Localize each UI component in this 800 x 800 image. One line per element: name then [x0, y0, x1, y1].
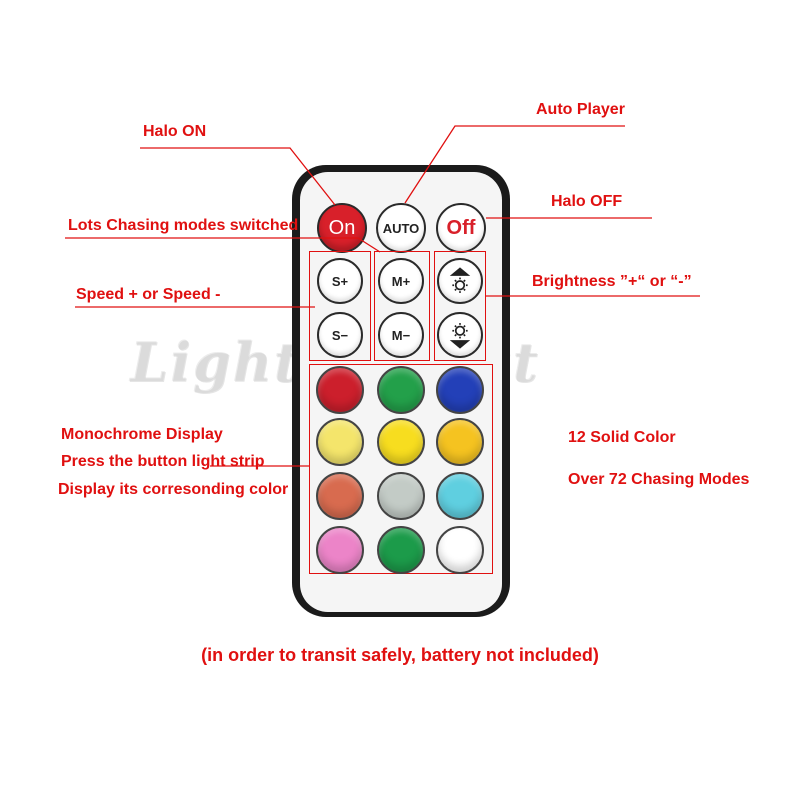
- brightness-frame: [434, 251, 486, 361]
- mode-down-label: M−: [391, 327, 411, 343]
- chasing-switch-label: Lots Chasing modes switched: [68, 217, 299, 234]
- color-button-2[interactable]: [377, 366, 425, 414]
- footer-note: (in order to transit safely, battery not…: [201, 645, 599, 665]
- speed-up-button[interactable]: S+: [317, 258, 363, 304]
- auto-button-label: AUTO: [382, 220, 420, 236]
- color-button-11[interactable]: [377, 526, 425, 574]
- color-button-6[interactable]: [436, 418, 484, 466]
- mode-up-label: M+: [391, 273, 411, 289]
- color-button-7[interactable]: [316, 472, 364, 520]
- speed-down-button[interactable]: S−: [317, 312, 363, 358]
- color-button-1[interactable]: [316, 366, 364, 414]
- mode-frame: [374, 251, 430, 361]
- speed-label: Speed + or Speed -: [76, 286, 221, 303]
- color-button-10[interactable]: [316, 526, 364, 574]
- halo-off-label: Halo OFF: [551, 193, 623, 210]
- chasing-count-label: Over 72 Chasing Modes: [568, 471, 750, 488]
- color-button-3[interactable]: [436, 366, 484, 414]
- on-button[interactable]: On: [317, 203, 367, 253]
- brightness-down-button[interactable]: [437, 312, 483, 358]
- color-button-12[interactable]: [436, 526, 484, 574]
- auto-button[interactable]: AUTO: [376, 203, 426, 253]
- solid-color-label: 12 Solid Color: [568, 429, 676, 446]
- color-button-5[interactable]: [377, 418, 425, 466]
- off-button[interactable]: Off: [436, 203, 486, 253]
- speed-down-label: S−: [331, 327, 349, 343]
- mono-label-3: Display its corresonding color: [58, 481, 289, 498]
- mono-label-2: Press the button light strip: [61, 453, 265, 470]
- color-button-4[interactable]: [316, 418, 364, 466]
- color-button-9[interactable]: [436, 472, 484, 520]
- color-button-8[interactable]: [377, 472, 425, 520]
- halo-on-label: Halo ON: [143, 123, 207, 140]
- speed-up-label: S+: [331, 273, 349, 289]
- mode-down-button[interactable]: M−: [378, 312, 424, 358]
- off-button-label: Off: [446, 216, 476, 239]
- mode-up-button[interactable]: M+: [378, 258, 424, 304]
- brightness-down-icon: [449, 323, 471, 349]
- auto-player-label: Auto Player: [536, 101, 625, 118]
- on-button-label: On: [328, 216, 356, 239]
- brightness-label: Brightness ”+“ or “-”: [532, 273, 692, 290]
- brightness-up-button[interactable]: [437, 258, 483, 304]
- mono-label-1: Monochrome Display: [61, 426, 223, 443]
- brightness-up-icon: [449, 267, 471, 293]
